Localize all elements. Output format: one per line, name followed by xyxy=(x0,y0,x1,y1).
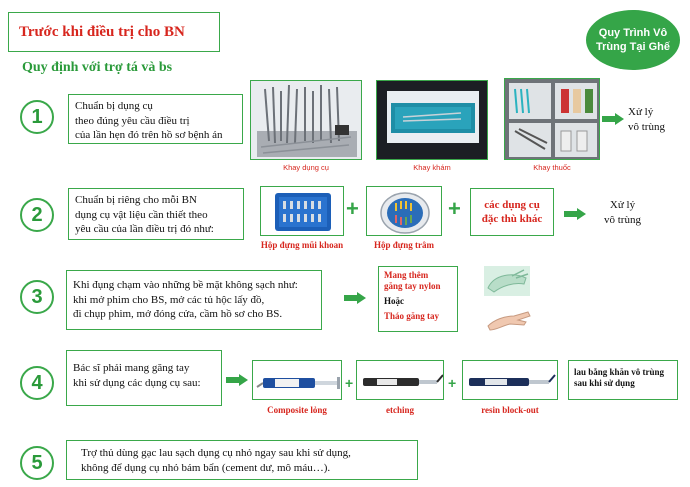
special-tools-box: các dụng cụ đặc thù khác xyxy=(470,188,554,236)
bur-box-image xyxy=(260,186,344,236)
instrument-tray-caption: Khay dụng cụ xyxy=(283,163,329,172)
exam-tray-image xyxy=(376,80,488,160)
step-3-text: Khi đụng chạm vào những bề mặt không sạc… xyxy=(66,270,322,330)
step-4-result: lau bằng khăn vô trùng sau khi sử dụng xyxy=(568,360,678,400)
step-4-arrow-icon xyxy=(226,374,248,386)
plus-icon: + xyxy=(448,196,461,221)
composite-syringe-image xyxy=(252,360,342,400)
step-2-result: Xử lý vô trùng xyxy=(604,199,641,226)
step-1-result: Xử lý vô trùng xyxy=(628,106,665,133)
bur-box-caption: Hộp đựng mũi khoan xyxy=(260,240,344,250)
page-title: Trước khi điều trị cho BN xyxy=(8,12,220,52)
step-4-number: 4 xyxy=(20,366,54,400)
step-2-number: 2 xyxy=(20,198,54,232)
glove-options-box: Mang thêm găng tay nylon Hoặc Tháo găng … xyxy=(378,266,458,332)
file-box-caption: Hộp đựng trâm xyxy=(374,240,434,250)
plus-icon: + xyxy=(448,375,457,391)
etching-caption: etching xyxy=(386,405,414,415)
etching-syringe-image xyxy=(356,360,444,400)
step-3-number: 3 xyxy=(20,280,54,314)
step-3-arrow-icon xyxy=(344,292,366,304)
remove-glove-image xyxy=(486,306,532,332)
step-2-text: Chuẩn bị riêng cho mỗi BN dụng cụ vật li… xyxy=(68,188,244,240)
nylon-glove-image xyxy=(484,266,530,296)
instrument-tray-image xyxy=(250,80,362,160)
composite-caption: Composite lỏng xyxy=(267,405,327,415)
step-4-text: Bác sĩ phải mang găng tay khi sử dụng cá… xyxy=(66,350,222,406)
step-1-number: 1 xyxy=(20,100,54,134)
step-2-arrow-icon xyxy=(564,208,586,220)
medicine-tray-caption: Khay thuốc xyxy=(533,163,571,172)
step-1-arrow-icon xyxy=(602,113,624,125)
process-badge: Quy Trình Vô Trùng Tại Ghế xyxy=(586,10,680,70)
step-5-text: Trợ thủ dùng gạc lau sạch dụng cụ nhỏ ng… xyxy=(66,440,418,480)
page-subtitle: Quy định với trợ tá và bs xyxy=(22,60,173,75)
step-5-number: 5 xyxy=(20,446,54,480)
file-box-image xyxy=(366,186,442,236)
medicine-tray-image xyxy=(504,78,600,160)
exam-tray-caption: Khay khám xyxy=(413,163,451,172)
plus-icon: + xyxy=(345,375,354,391)
resin-caption: resin block-out xyxy=(481,405,539,415)
plus-icon: + xyxy=(346,196,359,221)
resin-syringe-image xyxy=(462,360,558,400)
step-1-text: Chuẩn bị dụng cụ theo đúng yêu cầu điều … xyxy=(68,94,243,144)
